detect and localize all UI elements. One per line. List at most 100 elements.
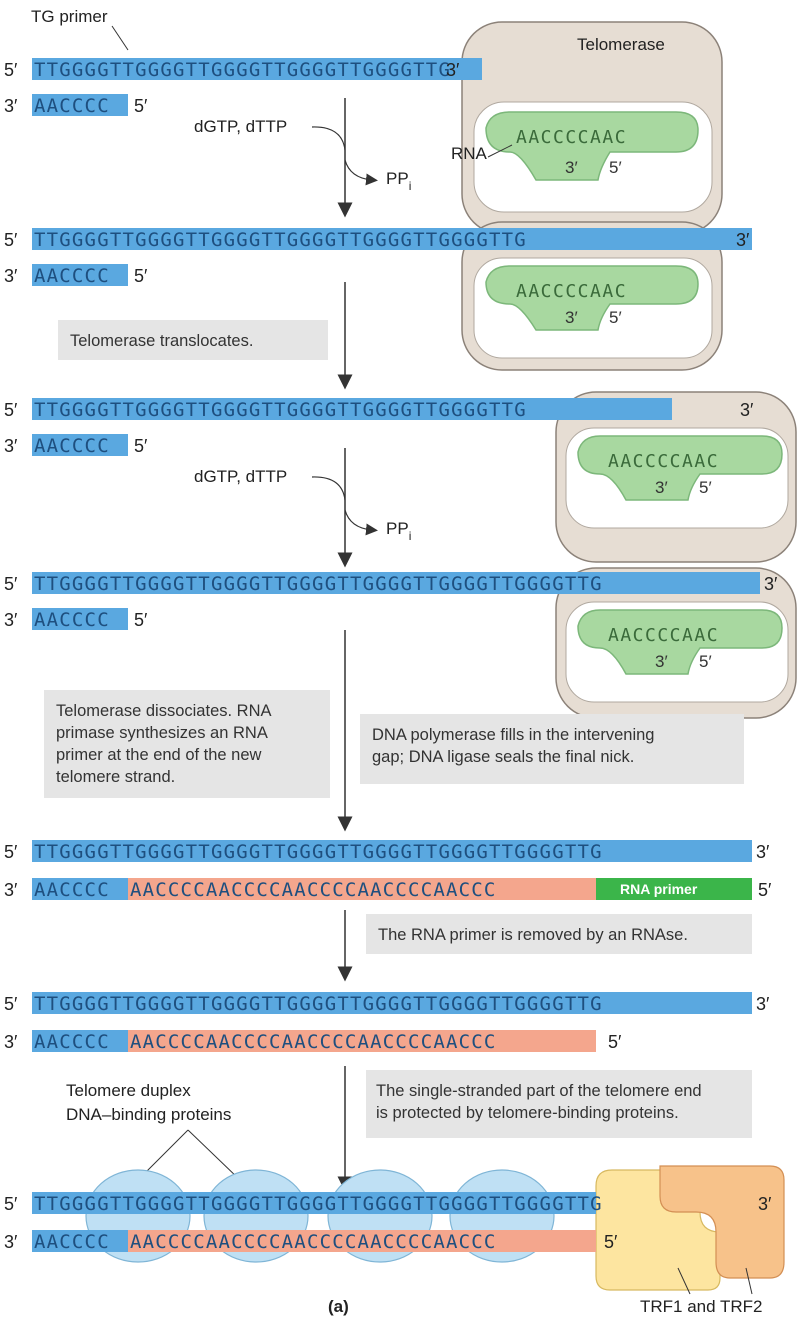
three-prime-end: 3′	[4, 1032, 18, 1052]
three-prime-end: 3′	[756, 994, 770, 1014]
top-strand-bar	[32, 58, 482, 80]
three-prime-end: 3′	[4, 610, 18, 630]
top-strand-seq: TTGGGGTTGGGGTTGGGGTTGGGGTTGGGGTTGGGGTTGG…	[34, 1193, 603, 1215]
rna-five-prime: 5′	[609, 308, 622, 327]
three-prime-end: 3′	[4, 1232, 18, 1252]
note-rnase: The RNA primer is removed by an RNAse.	[378, 926, 688, 944]
duplex-proteins-label: Telomere duplex DNA–binding proteins	[66, 1081, 231, 1124]
top-strand-seq: TTGGGGTTGGGGTTGGGGTTGGGGTTGGGGTTG	[34, 59, 451, 81]
five-prime-end: 5′	[134, 266, 148, 286]
telomerase-rna-seq: AACCCCAAC	[516, 127, 627, 148]
five-prime-end: 5′	[758, 880, 772, 900]
telomerase-rna-seq: AACCCCAAC	[608, 451, 719, 472]
dntp-curve	[311, 126, 346, 151]
top-strand-bar	[32, 228, 752, 250]
duplex-proteins-pointer	[187, 1129, 241, 1181]
rna-pointer	[487, 144, 513, 158]
telomerase-label: Telomerase	[577, 35, 665, 54]
new-strand-seq: AACCCCAACCCCAACCCCAACCCCAACCC	[130, 1031, 497, 1053]
bottom-strand-seq: AACCCC	[34, 265, 110, 287]
rna-five-prime: 5′	[699, 652, 712, 671]
five-prime-end: 5′	[4, 230, 18, 250]
bottom-strand-seq: AACCCC	[34, 609, 110, 631]
bottom-strand-bar	[32, 94, 128, 116]
top-strand-bar	[32, 840, 752, 862]
five-prime-end: 5′	[4, 60, 18, 80]
new-strand-bar	[128, 1030, 596, 1052]
rna-three-prime: 3′	[655, 478, 668, 497]
rna-primer-bar	[596, 878, 752, 900]
trf2-pointer	[745, 1267, 753, 1295]
bottom-strand-bar	[32, 1230, 128, 1252]
three-prime-end: 3′	[446, 60, 460, 80]
top-strand-bar	[32, 572, 760, 594]
new-strand-bar	[128, 1230, 596, 1252]
top-strand-seq: TTGGGGTTGGGGTTGGGGTTGGGGTTGGGGTTGGGGTTG	[34, 229, 527, 251]
step-7: 5′ TTGGGGTTGGGGTTGGGGTTGGGGTTGGGGTTGGGGT…	[4, 1165, 785, 1316]
five-prime-end: 5′	[608, 1032, 622, 1052]
telomerase-rna-seq: AACCCCAAC	[516, 281, 627, 302]
rna-label: RNA	[451, 144, 488, 163]
three-prime-end: 3′	[758, 1194, 772, 1214]
note-dissociates: Telomerase dissociates. RNA primase synt…	[56, 702, 275, 786]
note-box-protected	[366, 1070, 752, 1138]
rna-five-prime: 5′	[699, 478, 712, 497]
five-prime-end: 5′	[604, 1232, 618, 1252]
top-strand-seq: TTGGGGTTGGGGTTGGGGTTGGGGTTGGGGTTGGGGTTGG…	[34, 841, 603, 863]
note-translocates: Telomerase translocates.	[70, 332, 253, 350]
step-1: TG primer Telomerase 5′ TTGGGGTTGGGGTTGG…	[4, 7, 723, 235]
bottom-strand-seq: AACCCC	[34, 1231, 110, 1253]
five-prime-end: 5′	[134, 436, 148, 456]
three-prime-end: 3′	[4, 436, 18, 456]
three-prime-end: 3′	[740, 400, 754, 420]
top-strand-bar	[32, 992, 752, 1014]
dntp-label: dGTP, dTTP	[194, 117, 287, 136]
bottom-strand-bar	[32, 608, 128, 630]
five-prime-end: 5′	[4, 400, 18, 420]
note-box-rnase	[366, 914, 752, 954]
note-box-polymerase	[360, 714, 744, 784]
rna-three-prime: 3′	[565, 158, 578, 177]
three-prime-end: 3′	[756, 842, 770, 862]
bottom-strand-seq: AACCCC	[34, 435, 110, 457]
new-strand-seq: AACCCCAACCCCAACCCCAACCCCAACCC	[130, 879, 497, 901]
bottom-strand-bar	[32, 878, 128, 900]
new-strand-seq: AACCCCAACCCCAACCCCAACCCCAACCC	[130, 1231, 497, 1253]
new-strand-bar	[128, 878, 596, 900]
telomerase-rna-ring	[485, 111, 699, 181]
bottom-strand-seq: AACCCC	[34, 95, 110, 117]
note-polymerase: DNA polymerase fills in the intervening …	[372, 726, 659, 766]
three-prime-end: 3′	[4, 880, 18, 900]
note-protected: The single-stranded part of the telomere…	[376, 1082, 706, 1122]
telomerase-rna-ring	[485, 265, 699, 331]
bottom-strand-seq: AACCCC	[34, 1031, 110, 1053]
step-5: 5′ TTGGGGTTGGGGTTGGGGTTGGGGTTGGGGTTGGGGT…	[4, 840, 772, 982]
note-box-translocates	[58, 320, 328, 360]
five-prime-end: 5′	[4, 842, 18, 862]
telomerase-rna-seq: AACCCCAAC	[608, 625, 719, 646]
five-prime-end: 5′	[4, 994, 18, 1014]
rna-three-prime: 3′	[565, 308, 578, 327]
three-prime-end: 3′	[764, 574, 778, 594]
five-prime-end: 5′	[134, 96, 148, 116]
three-prime-end: 3′	[4, 96, 18, 116]
bottom-strand-seq: AACCCC	[34, 879, 110, 901]
bottom-strand-bar	[32, 264, 128, 286]
top-strand-seq: TTGGGGTTGGGGTTGGGGTTGGGGTTGGGGTTGGGGTTGG…	[34, 573, 603, 595]
five-prime-end: 5′	[4, 1194, 18, 1214]
telomerase-rna-ring	[577, 435, 783, 501]
tg-primer-pointer	[111, 25, 129, 51]
dntp-curve	[311, 476, 346, 501]
bottom-strand-bar	[32, 434, 128, 456]
rna-five-prime: 5′	[609, 158, 622, 177]
note-box-dissociates	[44, 690, 330, 798]
step-3: 5′ TTGGGGTTGGGGTTGGGGTTGGGGTTGGGGTTGGGGT…	[4, 391, 797, 568]
trf1-pointer	[677, 1267, 691, 1295]
top-strand-seq: TTGGGGTTGGGGTTGGGGTTGGGGTTGGGGTTGGGGTTG	[34, 399, 527, 421]
trf2-protein	[659, 1165, 785, 1279]
three-prime-end: 3′	[4, 266, 18, 286]
telomerase-rna-ring	[577, 609, 783, 675]
step-4: 5′ TTGGGGTTGGGGTTGGGGTTGGGGTTGGGGTTGGGGT…	[4, 567, 797, 832]
three-prime-end: 3′	[736, 230, 750, 250]
top-strand-bar	[32, 398, 672, 420]
